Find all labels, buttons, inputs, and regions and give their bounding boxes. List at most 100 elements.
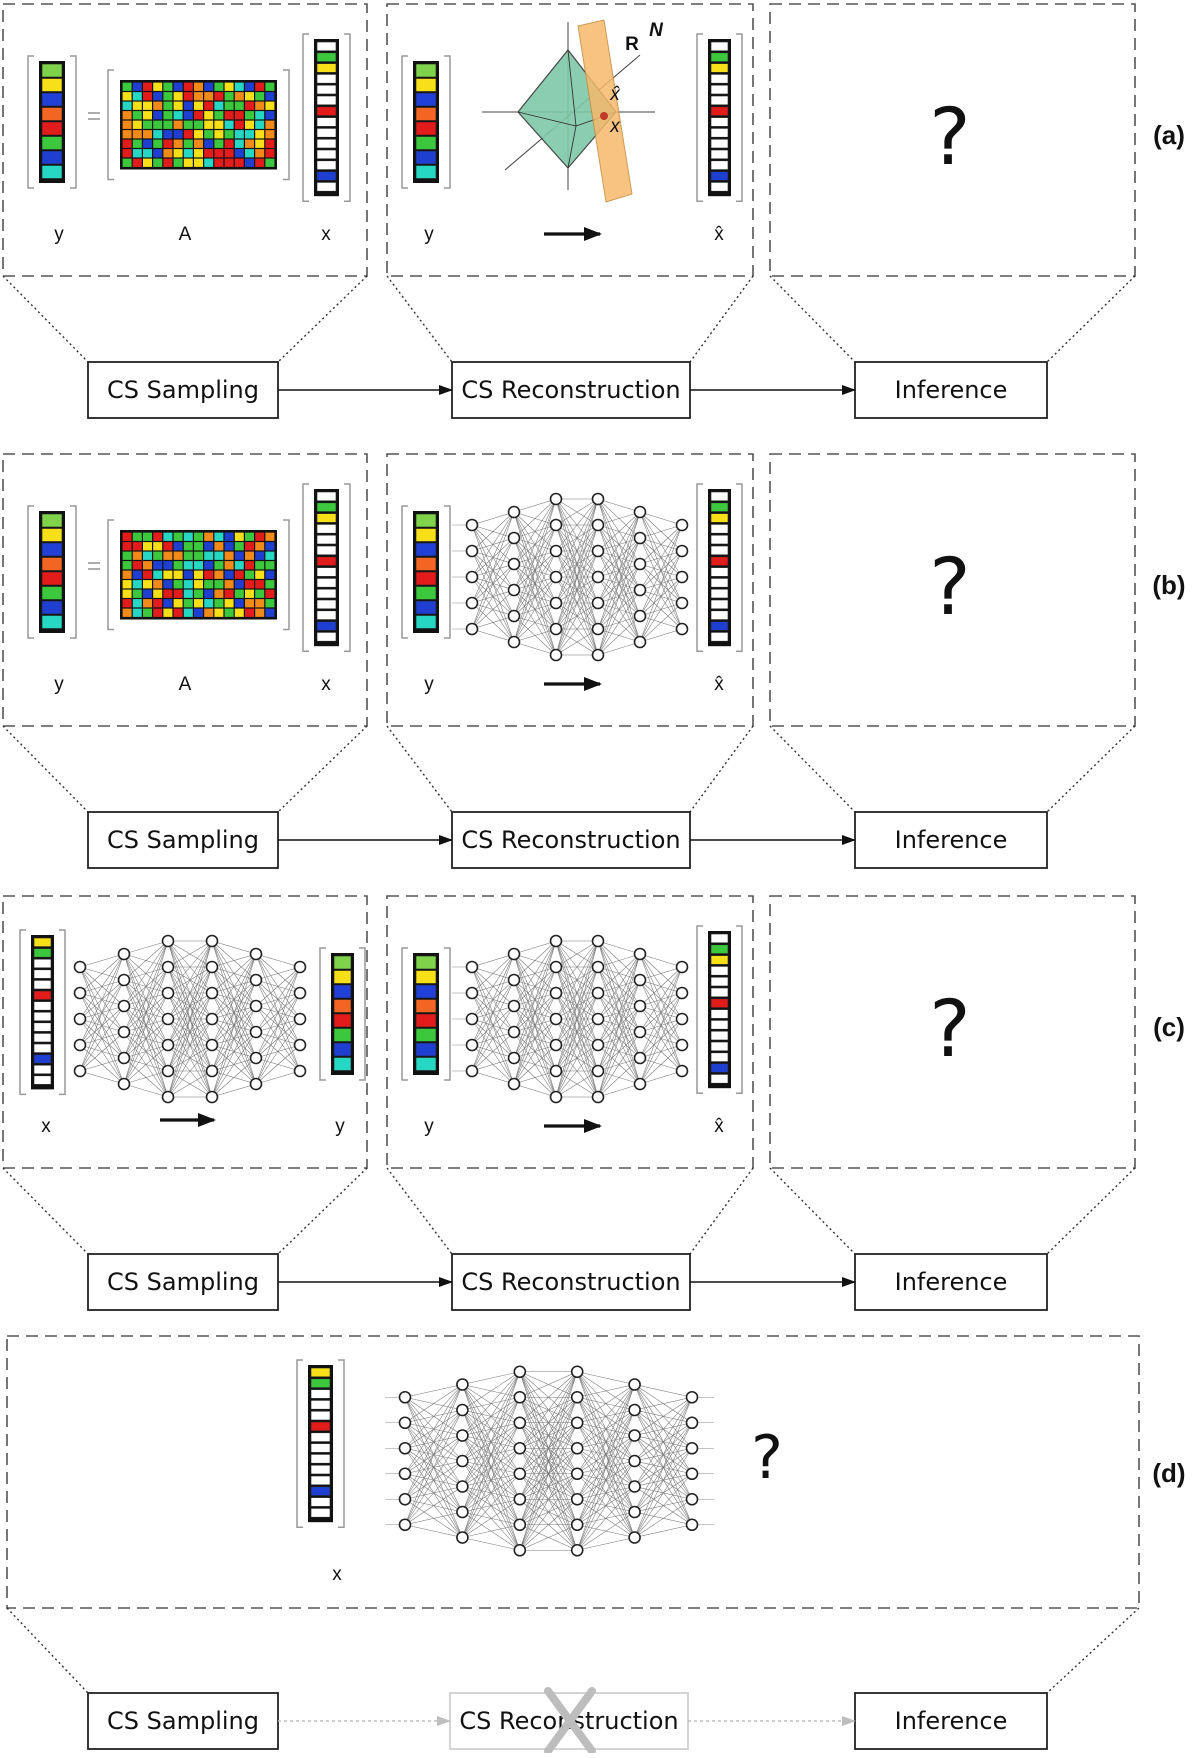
matrix-cell	[153, 149, 163, 158]
matrix-cell	[173, 120, 183, 129]
vector-cell	[310, 1410, 331, 1421]
matrix-cell	[255, 580, 265, 589]
panel-2	[386, 3, 754, 363]
matrix-cell	[153, 542, 163, 551]
network-edge	[634, 1448, 693, 1538]
vector-cell	[710, 1030, 729, 1041]
panel-frame	[6, 1335, 1140, 1609]
panel-2	[386, 895, 754, 1255]
left-bracket	[696, 33, 703, 202]
vector-cell	[33, 980, 52, 990]
network-edge	[513, 498, 557, 513]
matrix-cell	[153, 92, 163, 101]
network-node	[685, 1390, 699, 1404]
vector-cell	[710, 128, 729, 138]
network-node	[507, 531, 521, 545]
network-edge	[519, 1371, 578, 1423]
network-edge	[471, 511, 515, 552]
network-node	[570, 1543, 584, 1557]
inference-box-frame	[854, 811, 1048, 869]
network-node	[205, 1038, 219, 1052]
row-label: (d)	[1152, 1458, 1185, 1488]
network-edge	[639, 966, 683, 1059]
network-node	[249, 999, 263, 1013]
network-node	[507, 609, 521, 623]
network-node	[161, 1064, 175, 1078]
network-node	[633, 635, 647, 649]
panel-frame	[386, 3, 754, 277]
vector-cell	[310, 1497, 331, 1507]
matrix-cell	[163, 92, 173, 101]
network-node	[591, 622, 605, 636]
vector-cell	[415, 121, 437, 136]
network-node	[628, 1403, 641, 1417]
network-node	[249, 947, 263, 961]
matrix-cell	[183, 580, 193, 589]
matrix-cell	[173, 111, 183, 120]
network-node	[117, 1025, 131, 1039]
network-edge	[513, 498, 557, 565]
network-nodes	[465, 492, 689, 662]
matrix-cell	[153, 570, 163, 579]
matrix-cell	[214, 101, 224, 110]
matrix-cell	[204, 158, 214, 167]
network-node	[507, 583, 521, 597]
network-edge	[597, 511, 641, 578]
cs-sampling-box-frame	[87, 811, 279, 869]
vector-cell	[33, 1064, 52, 1075]
vector-cell	[316, 63, 337, 73]
vector-cell	[41, 586, 63, 600]
panel-frame	[769, 453, 1136, 727]
network-edge	[404, 1460, 463, 1525]
var-x: x	[321, 224, 331, 245]
matrix-cell	[234, 561, 244, 570]
matrix-cell	[183, 542, 193, 551]
funnel-line	[277, 1167, 368, 1255]
funnel-line	[2, 1167, 89, 1255]
network-edge	[519, 1397, 578, 1551]
sensing-matrix-A	[107, 519, 290, 631]
vector-cell	[33, 1043, 52, 1053]
vector-cell	[710, 1020, 729, 1030]
network-node	[591, 492, 605, 506]
matrix-cell	[214, 149, 224, 158]
network-edge	[471, 563, 515, 630]
signal-vector-x	[302, 483, 351, 652]
vector-cell	[41, 513, 63, 528]
matrix-cell	[214, 542, 224, 551]
matrix-cell	[132, 139, 142, 148]
matrix-cell	[245, 561, 254, 570]
matrix-cell	[122, 570, 132, 579]
network-edge	[404, 1409, 463, 1525]
matrix-cell	[173, 158, 183, 167]
network-node	[249, 1077, 263, 1091]
cross-out-mark	[544, 1687, 596, 1755]
measurement-vector-y	[319, 947, 366, 1081]
vector-cell	[310, 1475, 331, 1486]
cs-sampling-box-label: CS Sampling	[107, 1268, 259, 1296]
matrix-cell	[153, 580, 163, 589]
vector-cell	[710, 610, 729, 620]
network-edge	[513, 940, 557, 1059]
matrix-cell	[224, 130, 234, 139]
network-node	[591, 960, 605, 974]
matrix-cell	[214, 120, 224, 129]
network-edge	[167, 940, 213, 1020]
network-edge	[634, 1397, 693, 1538]
network-edge	[555, 1070, 599, 1098]
matrix-cell	[143, 149, 152, 158]
matrix-cell	[214, 589, 224, 598]
network-edge	[462, 1371, 521, 1487]
var-y: y	[335, 1116, 345, 1137]
matrix-cell	[194, 139, 203, 148]
network-edge	[639, 524, 683, 591]
network-edge	[555, 940, 599, 994]
network-node	[398, 1416, 412, 1430]
network-edge	[79, 1057, 125, 1072]
network-edge	[597, 511, 641, 552]
network-node	[570, 1416, 584, 1430]
